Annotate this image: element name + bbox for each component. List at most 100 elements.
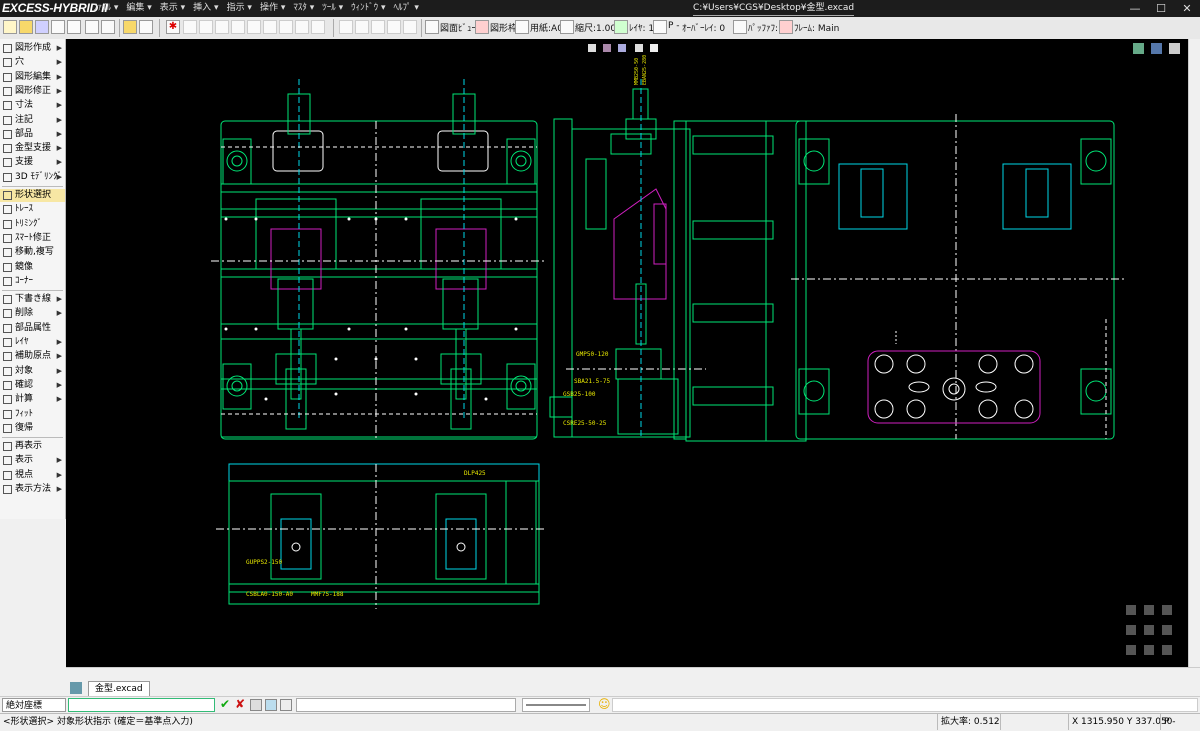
scale-button[interactable]: 縮尺:1.000 [575,24,622,34]
clipboard-icon[interactable] [280,699,292,711]
panel-item-18[interactable]: 削除▶ [0,307,65,320]
panel-item-17[interactable]: 下書き線▶ [0,293,65,306]
menu-file[interactable]: ﾌｧｲﾙ ▾ [93,3,119,13]
canvas-restore-button[interactable] [1133,43,1144,54]
pen-tool-icon[interactable] [265,699,277,711]
panel-item-27[interactable]: 再表示 [0,440,65,453]
cut-icon[interactable] [85,20,99,34]
guide-icon[interactable] [371,20,385,34]
close-button[interactable]: ✕ [1182,2,1192,15]
frame-button[interactable]: 図形枠 [490,24,518,34]
panel-item-24[interactable]: 計算▶ [0,393,65,406]
panel-item-15[interactable]: 鏡像 [0,261,65,274]
panel-item-7[interactable]: 金型支援▶ [0,142,65,155]
abs-icon[interactable] [250,699,262,711]
overlay-button[interactable]: ｵｰﾊﾞｰﾚｲ: 0 [682,24,726,34]
paper-icon[interactable] [515,20,529,34]
smile-icon[interactable]: ☺ [598,697,611,711]
panel-item-25[interactable]: ﾌｨｯﾄ [0,408,65,421]
pen-icon[interactable] [653,20,667,34]
panel-item-20[interactable]: ﾚｲﾔ▶ [0,336,65,349]
panel-item-22[interactable]: 対象▶ [0,365,65,378]
angle-icon[interactable] [403,20,417,34]
panel-item-29[interactable]: 視点▶ [0,469,65,482]
layer-icon[interactable] [614,20,628,34]
panel-item-2[interactable]: 図形編集▶ [0,71,65,84]
canvas-max-button[interactable] [1151,43,1162,54]
panel-item-8[interactable]: 支援▶ [0,156,65,169]
snap-midpoint-icon[interactable] [199,20,213,34]
new-file-icon[interactable] [3,20,17,34]
panel-item-6[interactable]: 部品▶ [0,128,65,141]
snap-free-icon[interactable] [311,20,325,34]
print-icon[interactable] [51,20,65,34]
cancel-x-icon[interactable]: ✘ [235,697,246,711]
snap-endpoint-icon[interactable] [183,20,197,34]
minimize-button[interactable]: — [1129,2,1141,15]
ortho-icon[interactable] [339,20,353,34]
open-folder-icon[interactable] [19,20,33,34]
snap-grid-icon[interactable] [295,20,309,34]
maximize-button[interactable]: ☐ [1156,2,1166,15]
panel-item-26[interactable]: 復帰 [0,422,65,435]
view-mode-icons[interactable] [588,44,658,52]
document-tab[interactable]: 金型.excad [88,681,150,697]
panel-item-11[interactable]: ﾄﾚｰｽ [0,203,65,216]
scale-icon[interactable] [560,20,574,34]
menu-edit[interactable]: 編集 ▾ [126,3,152,13]
offset-icon[interactable] [387,20,401,34]
print-preview-icon[interactable] [67,20,81,34]
command-input[interactable] [68,698,215,712]
snap-tangent-icon[interactable] [247,20,261,34]
snap-perpendicular-icon[interactable] [263,20,277,34]
layer-button[interactable]: ﾚｲﾔ: 1 [629,24,655,34]
panel-item-21[interactable]: 補助原点▶ [0,350,65,363]
panel-item-28[interactable]: 表示▶ [0,454,65,467]
snap-nearest-icon[interactable] [279,20,293,34]
panel-item-14[interactable]: 移動,複写 [0,246,65,259]
input-field-2[interactable] [296,698,516,712]
vertical-scrollbar[interactable] [1188,39,1200,667]
menu-operate[interactable]: 操作 ▾ [259,3,286,13]
copy-icon[interactable] [101,20,115,34]
canvas-close-button[interactable] [1169,43,1180,54]
panel-item-16[interactable]: ｺｰﾅｰ [0,275,65,288]
grid-icon[interactable] [70,682,82,694]
frame-icon[interactable] [475,20,489,34]
cursor-button[interactable]: ﾊﾟｯﾌｧﾌ: 1 [748,24,787,34]
panel-item-23[interactable]: 確認▶ [0,379,65,392]
drawing-view-icon[interactable] [425,20,439,34]
menu-tools[interactable]: ﾂｰﾙ ▾ [322,3,344,13]
save-icon[interactable] [35,20,49,34]
panel-item-12[interactable]: ﾄﾘﾐﾝｸﾞ [0,218,65,231]
panel-item-19[interactable]: 部品属性 [0,322,65,335]
panel-item-3[interactable]: 図形修正▶ [0,85,65,98]
snap-intersection-icon[interactable] [231,20,245,34]
frame-name-button[interactable]: ﾌﾚｰﾑ: Main [794,24,840,34]
panel-item-1[interactable]: 穴▶ [0,56,65,69]
menu-insert[interactable]: 挿入 ▾ [193,3,219,13]
snap-center-icon[interactable] [215,20,229,34]
panel-item-9[interactable]: 3D ﾓﾃﾞﾘﾝｸﾞ▶ [0,171,65,184]
horizontal-scrollbar[interactable] [66,667,1200,680]
panel-item-5[interactable]: 注記▶ [0,114,65,127]
panel-item-10[interactable]: 形状選択 [0,189,65,202]
paper-size-button[interactable]: 用紙:A0 [530,24,563,34]
cursor-icon[interactable] [733,20,747,34]
menu-instruct[interactable]: 指示 ▾ [226,3,252,13]
panel-item-0[interactable]: 図形作成▶ [0,42,65,55]
undo-icon[interactable] [123,20,137,34]
confirm-check-icon[interactable]: ✔ [220,697,231,711]
panel-item-30[interactable]: 表示方法▶ [0,483,65,496]
menu-master[interactable]: ﾏｽﾀ ▾ [293,3,315,13]
pen-button[interactable]: P - [668,21,680,31]
menu-window[interactable]: ｳｨﾝﾄﾞｳ ▾ [351,3,386,13]
coord-mode-select[interactable]: 絶対座標 [2,698,66,712]
polar-icon[interactable] [355,20,369,34]
panel-item-4[interactable]: 寸法▶ [0,99,65,112]
drawing-canvas[interactable]: MMB250-50 EBAN25-280 GMP50-120 SBA21.5-7… [66,39,1188,667]
menu-view[interactable]: 表示 ▾ [159,3,186,13]
redo-icon[interactable] [139,20,153,34]
snap-icon[interactable]: ✱ [166,20,180,34]
menu-help[interactable]: ﾍﾙﾌﾟ ▾ [393,3,419,13]
